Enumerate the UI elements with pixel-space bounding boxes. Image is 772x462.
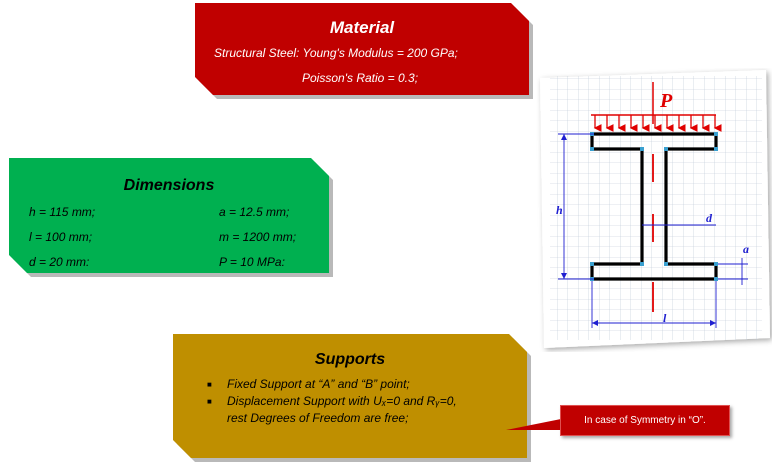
dimension-lines (558, 133, 748, 328)
dimensions-title: Dimensions (123, 177, 215, 194)
dimension-h: h = 115 mm; (29, 205, 96, 219)
material-box: Material Structural Steel: Young's Modul… (195, 3, 529, 95)
material-line-2: Poisson's Ratio = 0.3; (302, 71, 419, 85)
l-label: l (663, 311, 667, 325)
d-label: d (706, 211, 713, 225)
material-title: Material (329, 18, 395, 37)
figure-grid (550, 76, 762, 340)
symmetry-callout: In case of Symmetry in “O”. (560, 405, 730, 436)
dimension-a: a = 12.5 mm; (219, 205, 290, 219)
dimensions-box: Dimensions h = 115 mm; l = 100 mm; d = 2… (9, 158, 329, 273)
supports-box: Supports Fixed Support at “A” and “B” po… (173, 334, 527, 458)
h-label: h (556, 203, 563, 217)
load-label: P (659, 90, 673, 112)
a-label: a (743, 242, 749, 256)
support-item-displacement-continued: rest Degrees of Freedom are free; (227, 411, 409, 425)
dimension-l: l = 100 mm; (29, 230, 93, 244)
dimension-arrowheads (561, 134, 716, 326)
i-beam-figure: P h d a l (540, 70, 770, 348)
supports-list: Fixed Support at “A” and “B” point; Disp… (207, 376, 457, 427)
dimension-d: d = 20 mm: (29, 255, 90, 269)
material-line-1: Structural Steel: Young's Modulus = 200 … (214, 46, 458, 60)
distributed-load-arrows (593, 115, 722, 132)
supports-title: Supports (314, 351, 386, 368)
support-item-displacement: Displacement Support with Uₓ=0 and Rᵧ=0, (207, 393, 457, 410)
dimension-m: m = 1200 mm; (219, 230, 297, 244)
dimension-p: P = 10 MPa: (219, 255, 285, 269)
support-item-fixed: Fixed Support at “A” and “B” point; (207, 376, 457, 393)
